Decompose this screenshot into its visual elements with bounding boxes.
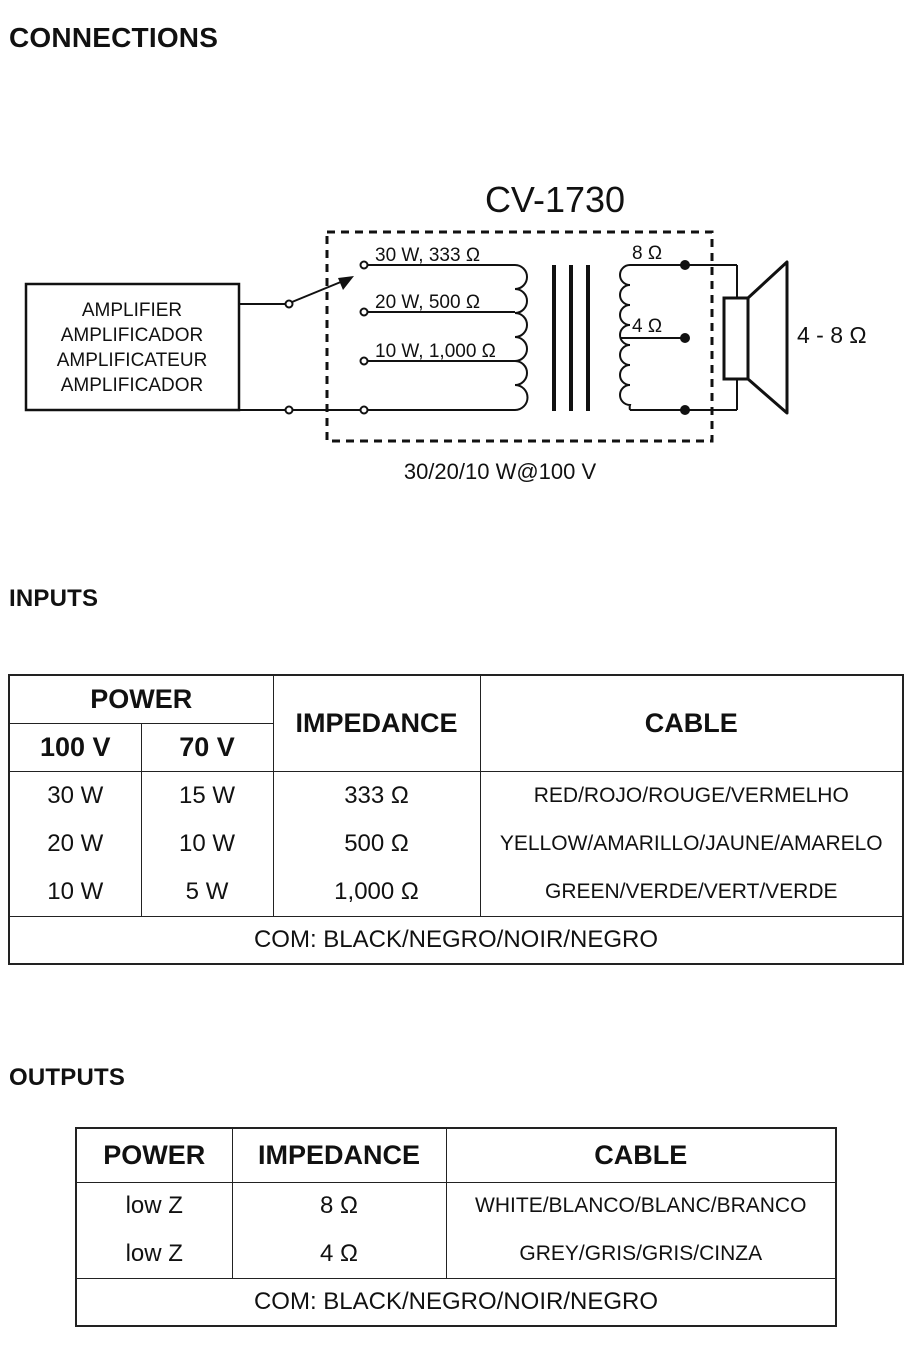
tap-label: 30 W, 333 Ω bbox=[375, 245, 480, 266]
tap-terminal bbox=[359, 356, 369, 366]
common-wire-row: COM: BLACK/NEGRO/NOIR/NEGRO bbox=[75, 1277, 837, 1326]
power-100v-cell: 10 W bbox=[8, 868, 142, 916]
voltage-70v-header: 70 V bbox=[140, 723, 274, 772]
switch-arrowhead bbox=[338, 276, 354, 290]
table-row: 30 W 15 W 333 Ω RED/ROJO/ROUGE/VERMELHO bbox=[8, 771, 904, 820]
impedance-cell: 500 Ω bbox=[272, 820, 481, 868]
power-rating: 30/20/10 W@100 V bbox=[404, 459, 597, 484]
power-70v-cell: 10 W bbox=[140, 820, 274, 868]
power-70v-cell: 5 W bbox=[140, 868, 274, 916]
output-terminal bbox=[680, 333, 690, 343]
power-70v-cell: 15 W bbox=[140, 771, 274, 820]
cable-header: CABLE bbox=[445, 1128, 837, 1183]
connection-diagram: CV-1730 AMPLIFIER AMPLIFICADOR AMPLIFICA… bbox=[24, 179, 867, 484]
impedance-header: IMPEDANCE bbox=[231, 1128, 447, 1183]
speaker-icon bbox=[722, 260, 789, 415]
cable-cell: GREY/GRIS/GRIS/CINZA bbox=[445, 1230, 837, 1278]
secondary-coil bbox=[619, 264, 632, 411]
cable-cell: YELLOW/AMARILLO/JAUNE/AMARELO bbox=[479, 820, 904, 868]
speaker-impedance: 4 - 8 Ω bbox=[797, 322, 867, 348]
cable-cell: WHITE/BLANCO/BLANC/BRANCO bbox=[445, 1182, 837, 1230]
tap-terminal bbox=[359, 260, 369, 270]
primary-coil bbox=[514, 264, 529, 411]
amplifier-label: AMPLIFICADOR bbox=[61, 325, 204, 346]
impedance-cell: 4 Ω bbox=[231, 1230, 447, 1278]
amplifier-label: AMPLIFICADOR bbox=[61, 375, 204, 396]
power-100v-cell: 20 W bbox=[8, 820, 142, 868]
impedance-header: IMPEDANCE bbox=[272, 675, 481, 772]
secondary-tap-label: 4 Ω bbox=[632, 316, 662, 337]
impedance-cell: 8 Ω bbox=[231, 1182, 447, 1230]
power-cell: low Z bbox=[75, 1182, 233, 1230]
switch-terminal bbox=[284, 299, 294, 309]
cable-cell: GREEN/VERDE/VERT/VERDE bbox=[479, 868, 904, 916]
amplifier-label: AMPLIFIER bbox=[82, 300, 182, 321]
impedance-cell: 1,000 Ω bbox=[272, 868, 481, 916]
transformer-enclosure bbox=[325, 230, 714, 443]
table-row: 10 W 5 W 1,000 Ω GREEN/VERDE/VERT/VERDE bbox=[8, 868, 904, 916]
table-row: 20 W 10 W 500 Ω YELLOW/AMARILLO/JAUNE/AM… bbox=[8, 820, 904, 868]
cable-cell: RED/ROJO/ROUGE/VERMELHO bbox=[479, 771, 904, 820]
common-terminal bbox=[284, 405, 294, 415]
table-row: low Z 8 Ω WHITE/BLANCO/BLANC/BRANCO bbox=[75, 1182, 837, 1230]
secondary-tap-label: 8 Ω bbox=[632, 243, 662, 264]
impedance-cell: 333 Ω bbox=[272, 771, 481, 820]
cable-header: CABLE bbox=[479, 675, 904, 772]
common-wire-row: COM: BLACK/NEGRO/NOIR/NEGRO bbox=[8, 915, 904, 964]
amplifier-label: AMPLIFICATEUR bbox=[57, 350, 208, 371]
connections-heading: CONNECTIONS bbox=[9, 22, 219, 53]
outputs-table: POWER IMPEDANCE CABLE low Z 8 Ω WHITE/BL… bbox=[75, 1127, 837, 1327]
voltage-100v-header: 100 V bbox=[8, 723, 142, 772]
tap-label: 20 W, 500 Ω bbox=[375, 292, 480, 313]
power-header: POWER bbox=[75, 1128, 233, 1183]
outputs-heading: OUTPUTS bbox=[9, 1064, 126, 1091]
tap-label: 10 W, 1,000 Ω bbox=[375, 341, 496, 362]
common-terminal bbox=[359, 405, 369, 415]
switch-lever bbox=[291, 278, 349, 303]
inputs-heading: INPUTS bbox=[9, 585, 99, 612]
power-100v-cell: 30 W bbox=[8, 771, 142, 820]
power-header: POWER bbox=[8, 675, 274, 724]
power-cell: low Z bbox=[75, 1230, 233, 1278]
amplifier-box bbox=[24, 282, 241, 412]
inputs-table: POWER IMPEDANCE CABLE 100 V 70 V 30 W 15… bbox=[8, 674, 904, 965]
table-row: low Z 4 Ω GREY/GRIS/GRIS/CINZA bbox=[75, 1230, 837, 1278]
model-title: CV-1730 bbox=[485, 179, 625, 220]
tap-terminal bbox=[359, 307, 369, 317]
